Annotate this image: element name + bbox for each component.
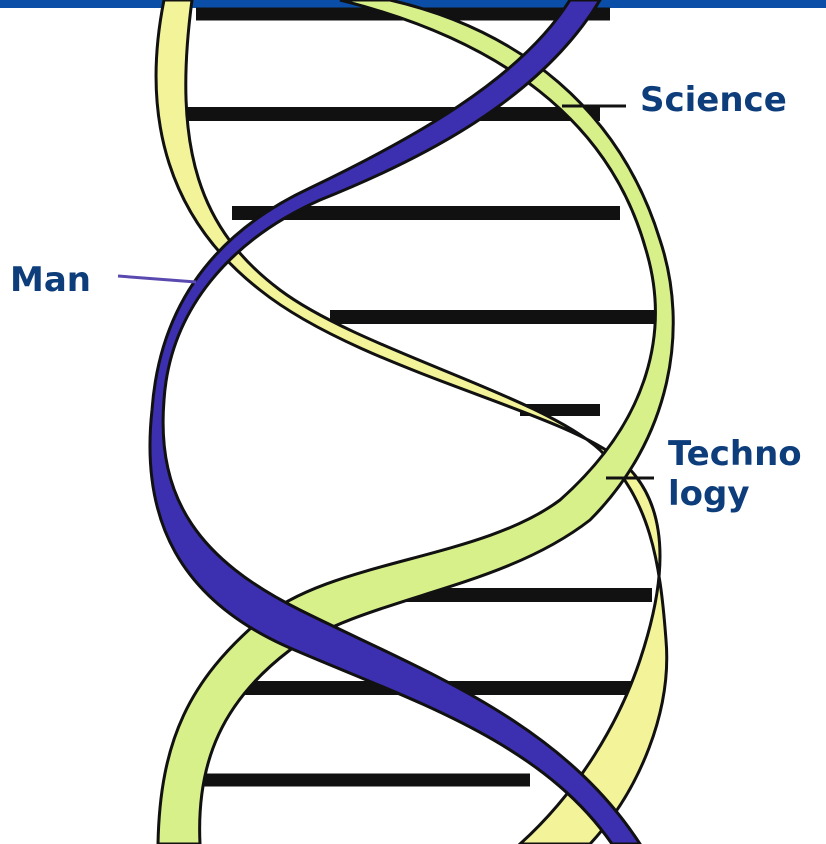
science-label: Science: [640, 80, 787, 120]
man-label: Man: [10, 260, 91, 300]
strand-green-science: [158, 0, 673, 844]
technology-label: Techno logy: [668, 434, 802, 514]
man-leader-line: [118, 276, 196, 282]
